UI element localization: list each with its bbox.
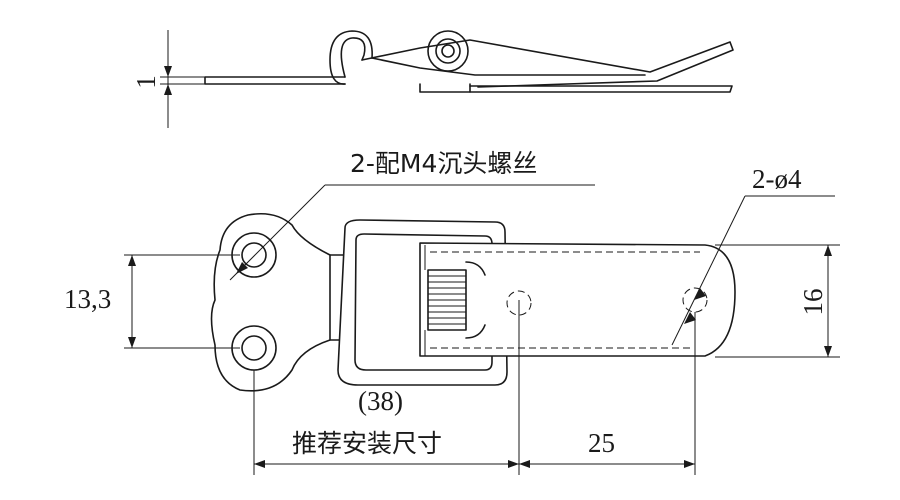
top-view (210, 212, 736, 392)
dim-install (253, 300, 696, 475)
screw-leader (229, 184, 595, 281)
dim-width (715, 244, 840, 358)
install-label: 推荐安装尺寸 (292, 429, 442, 458)
hole-pitch-label: 13,3 (64, 284, 111, 314)
length-ref-label: (38) (358, 386, 403, 416)
screw-note: 2-配M4沉头螺丝 (350, 149, 537, 178)
hole-leader (671, 195, 835, 346)
width-label: 16 (798, 289, 828, 316)
thickness-label: 1 (131, 75, 161, 89)
install-offset-label: 25 (588, 428, 615, 458)
dim-hole-pitch (124, 254, 240, 349)
hole-note: 2-ø4 (752, 164, 802, 194)
side-view (160, 30, 734, 128)
